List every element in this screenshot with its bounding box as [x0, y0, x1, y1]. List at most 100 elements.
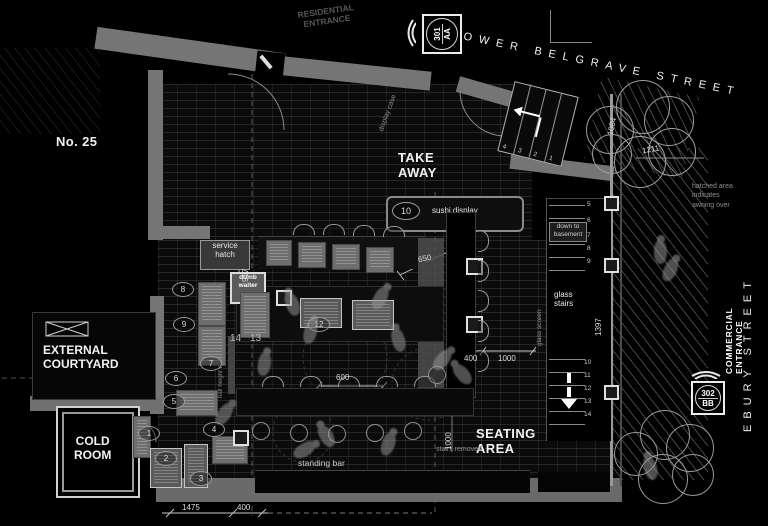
down-to-basement-label: down to basement: [549, 222, 587, 242]
awning-note: hatched area indicates awning over: [692, 183, 733, 209]
equipment-key-number: 4: [211, 425, 217, 434]
stool-icon: [262, 376, 284, 387]
standing-bar-right: [538, 472, 610, 492]
dim-service-depth: 917: [241, 268, 250, 282]
equipment-key: 3: [190, 471, 212, 486]
equipment-key: 5: [163, 394, 185, 409]
storefront-line-ebury: [610, 94, 613, 486]
equipment-key: 7: [200, 356, 222, 371]
glass-screen-label: glass screen: [536, 309, 543, 347]
equipment-key-number: 8: [180, 285, 186, 294]
column-marker: [233, 430, 249, 446]
stool-icon: [376, 376, 398, 387]
cold-room-label: COLD ROOM: [74, 434, 112, 463]
stair-step-number: 5: [587, 201, 591, 208]
equipment-key-number: 12: [314, 320, 324, 329]
dim-bar-run: 1000: [498, 354, 516, 363]
stool-icon: [323, 224, 345, 235]
equipment-key: 6: [165, 371, 187, 386]
equipment-box: [240, 292, 270, 338]
sushi-display-label: sushi display: [432, 206, 478, 215]
courtyard-label: EXTERNAL COURTYARD: [43, 343, 119, 372]
stool-icon: [290, 424, 308, 442]
site-line-horizontal: [550, 42, 592, 43]
stool-icon: [366, 424, 384, 442]
equipment-key-number: 6: [173, 374, 179, 383]
stair-step-number: 12: [584, 385, 592, 392]
person-figure: [654, 235, 667, 264]
dim-offset: 400: [237, 503, 251, 512]
wall-left: [148, 70, 163, 240]
stool-icon: [404, 422, 422, 440]
section-marker-aa-circle: [426, 18, 458, 50]
stool-icon: [300, 376, 322, 387]
stool-icon: [353, 225, 375, 236]
column-marker: [604, 385, 619, 400]
entry-step-number: 1: [548, 154, 554, 163]
entry-step-number: 3: [517, 147, 523, 155]
equipment-box: [332, 244, 360, 270]
section-marker-aa-letters: AA: [442, 28, 452, 40]
take-away-label: TAKE AWAY: [398, 150, 437, 181]
section-cut-chevron-icon: [691, 371, 721, 379]
section-marker-bb: 302 BB: [690, 366, 725, 415]
stool-icon: [252, 422, 270, 440]
window-symbol-icon: [45, 321, 89, 337]
equipment-key-number: 1: [146, 429, 152, 438]
entry-direction-arrowhead: [507, 103, 523, 117]
section-marker-aa: 301 AA: [402, 10, 464, 54]
entry-step-number: 4: [501, 143, 507, 151]
building-hatch-topleft: [0, 48, 100, 134]
entry-step-number: 2: [532, 150, 538, 159]
equipment-key: 4: [203, 422, 225, 437]
dim-gap: 400: [464, 354, 478, 363]
standing-bar-label: standing bar: [298, 458, 345, 468]
equipment-key: 2: [155, 451, 177, 466]
equipment-box: [298, 242, 326, 268]
glass-stairs-label: glass stairs: [554, 290, 574, 309]
site-line-vertical: [550, 10, 551, 42]
down-arrow-icon: [567, 373, 571, 383]
seating-area-label: SEATING AREA: [476, 426, 536, 457]
equipment-key: 10: [392, 202, 420, 220]
section-marker-aa-box: 301 AA: [422, 14, 462, 54]
equipment-box: [212, 436, 248, 464]
stool-icon: [293, 224, 315, 235]
stair-step-number: 14: [584, 411, 592, 418]
equipment-box: [198, 282, 226, 326]
column-marker: [604, 258, 619, 273]
stair-step-number: 10: [584, 359, 592, 366]
equipment-box: [198, 326, 226, 366]
section-marker-bb-letters: BB: [702, 398, 714, 408]
equipment-box: [266, 240, 292, 266]
residential-entrance-label: RESIDENTIAL ENTRANCE: [296, 2, 355, 30]
counter-south: [236, 388, 474, 416]
service-hatch: service hatch: [200, 240, 250, 270]
stair-step-number: 11: [584, 372, 591, 379]
storefront-line-ebury-inner: [620, 94, 622, 486]
section-marker-aa-number: 301: [432, 24, 443, 44]
equipment-key-number: 9: [181, 320, 187, 329]
section-cut-chevron-icon: [407, 19, 416, 47]
equipment-key-number: 10: [400, 206, 411, 216]
stairs-removed-label: stairs removed: [436, 446, 482, 453]
tree-canopy: [614, 410, 714, 506]
stair-step-number: 8: [587, 245, 591, 252]
standing-bar: [255, 470, 530, 493]
equipment-key-number: 2: [163, 454, 169, 463]
equipment-key-number: 14: [230, 333, 242, 344]
no25-label: No. 25: [56, 134, 98, 149]
equipment-key: 9: [173, 317, 195, 332]
half-height-wall: [228, 336, 235, 394]
equipment-key-number: 5: [171, 397, 177, 406]
stool-icon: [383, 226, 405, 237]
dim-seat-depth: 1000: [444, 432, 453, 450]
stair-step-number: 13: [584, 398, 592, 405]
equipment-key: 1: [138, 426, 160, 441]
equipment-key-number: 13: [250, 333, 262, 344]
cold-room: COLD ROOM: [56, 406, 140, 498]
stair-step-number: 7: [587, 232, 591, 239]
section-marker-bb-circle: [695, 385, 721, 411]
equipment-key-number: 7: [208, 359, 214, 368]
